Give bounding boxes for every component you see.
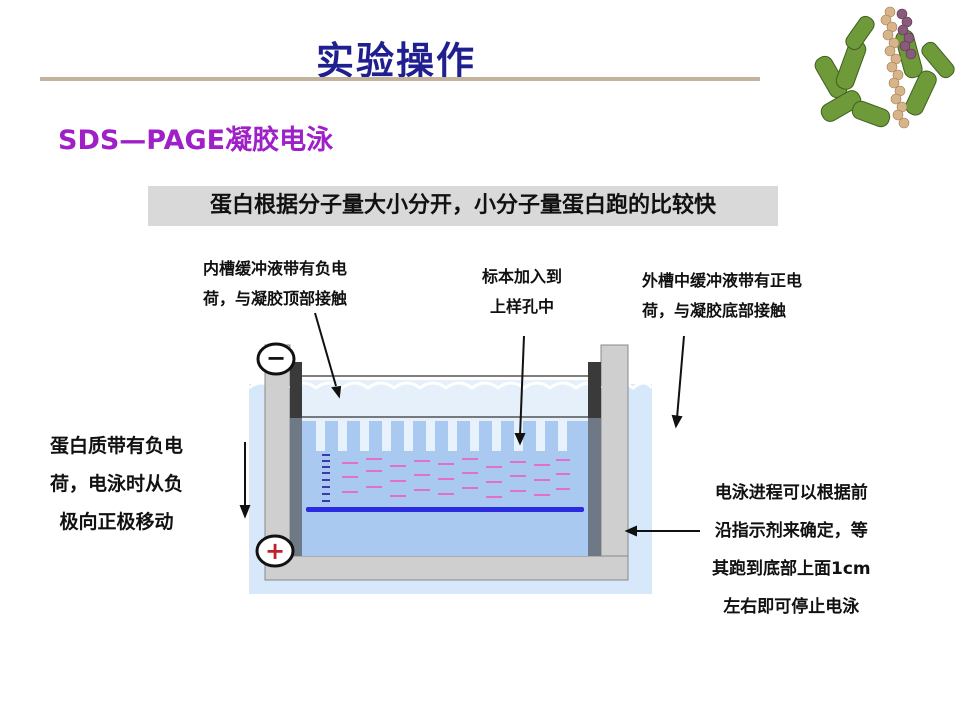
dye-front-line-3: 其跑到底部上面1cm: [712, 559, 871, 579]
inner-chamber-left-cap: [290, 362, 302, 418]
section-subtitle: SDS—PAGE凝胶电泳: [58, 125, 334, 156]
dye-front-annotation: 电泳进程可以根据前 沿指示剂来确定，等 其跑到底部上面1cm 左右即可停止电泳: [712, 474, 871, 626]
sample-loading-line-2: 上样孔中: [490, 297, 555, 316]
positive-electrode-sign: +: [265, 537, 285, 565]
outer-tank-annotation: 外槽中缓冲液带有正电 荷，与凝胶底部接触: [642, 266, 802, 326]
protein-dark-spheres: [896, 8, 917, 60]
protein-charge-line-3: 极向正极移动: [59, 511, 174, 533]
negative-electrode-circle: [256, 342, 296, 376]
outer-tank-line-1: 外槽中缓冲液带有正电: [642, 271, 803, 290]
protein-charge-line-2: 荷，电泳时从负: [50, 473, 184, 495]
outer-tank-bottom: [264, 555, 629, 581]
negative-electrode-sign: −: [266, 344, 286, 372]
annotation-arrows: [239, 312, 700, 537]
sample-loading-annotation: 标本加入到 上样孔中: [482, 262, 562, 322]
sample-loading-line-1: 标本加入到: [482, 267, 563, 286]
inner-tank-annotation: 内槽缓冲液带有负电 荷，与凝胶顶部接触: [203, 254, 347, 314]
key-point-banner: 蛋白根据分子量大小分开，小分子量蛋白跑的比较快: [148, 186, 778, 226]
slide-title: 实验操作: [316, 39, 477, 83]
protein-spheres: [880, 6, 910, 129]
outer-tank-right-wall: [600, 344, 629, 581]
protein-structure-image: [814, 6, 955, 129]
protein-charge-annotation: 蛋白质带有负电 荷，电泳时从负 极向正极移动: [50, 427, 183, 541]
inner-tank-line-2: 荷，与凝胶顶部接触: [203, 289, 348, 308]
dye-front: [306, 507, 584, 512]
dye-front-line-1: 电泳进程可以根据前: [714, 483, 868, 503]
protein-bands: [342, 458, 570, 498]
inner-chamber-right-cap: [588, 362, 601, 418]
inner-buffer-wave: [289, 381, 602, 390]
positive-electrode-circle: [255, 534, 295, 568]
protein-charge-line-1: 蛋白质带有负电: [50, 435, 184, 457]
dye-front-line-4: 左右即可停止电泳: [723, 597, 860, 617]
inner-tank-line-1: 内槽缓冲液带有负电: [203, 259, 348, 278]
outer-tank-line-2: 荷，与凝胶底部接触: [642, 301, 787, 320]
dye-front-line-2: 沿指示剂来确定，等: [714, 521, 868, 541]
title-rule: [40, 77, 760, 81]
protein-helices: [814, 15, 955, 128]
marker-ladder: [322, 454, 330, 502]
